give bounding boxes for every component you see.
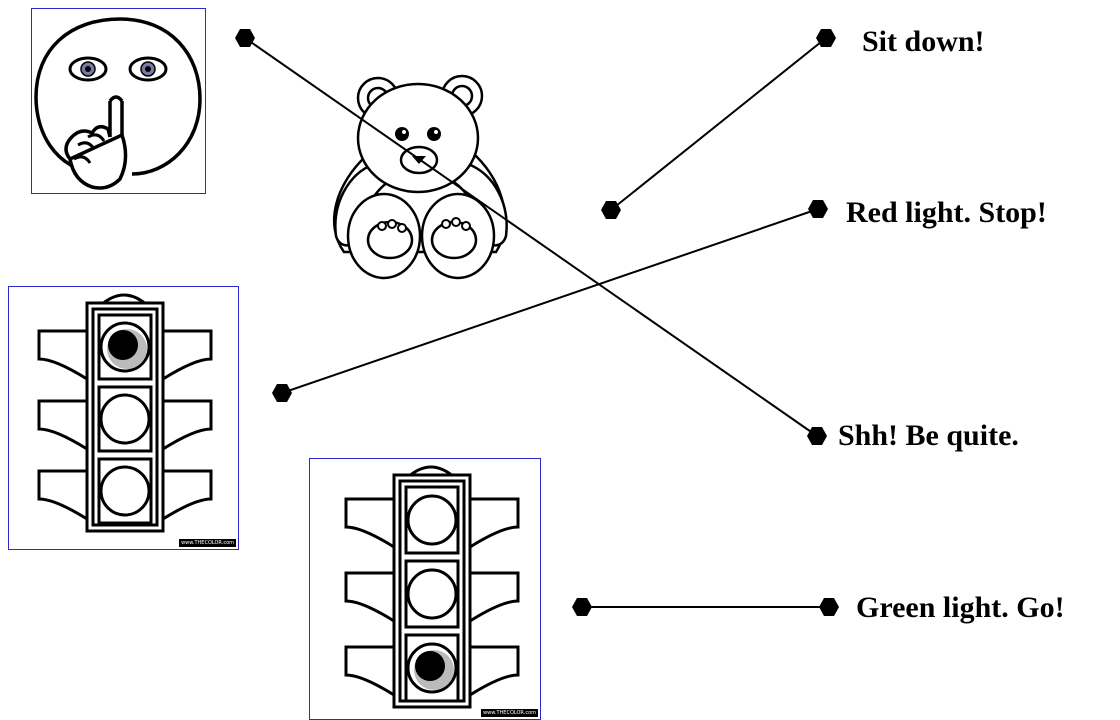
dot-green-light[interactable] [572, 598, 592, 616]
dot-shh[interactable] [807, 427, 827, 445]
phrase-green-light-go: Green light. Go! [856, 591, 1065, 624]
phrase-shh-be-quite: Shh! Be quite. [838, 419, 1019, 452]
picture-credit: www.THECOLOR.com [179, 539, 236, 547]
dot-green-light-go[interactable] [819, 598, 839, 616]
teddy-bear-icon [332, 74, 508, 280]
dot-shush[interactable] [235, 29, 255, 47]
dot-red-light[interactable] [272, 384, 292, 402]
phrase-red-light-stop: Red light. Stop! [846, 196, 1047, 229]
picture-shushing-face [31, 8, 206, 194]
picture-green-traffic-light: www.THECOLOR.com [309, 458, 541, 720]
dot-bear[interactable] [601, 201, 621, 219]
traffic-light-green-icon [344, 465, 520, 709]
dot-sit-down[interactable] [816, 29, 836, 47]
picture-credit: www.THECOLOR.com [481, 709, 538, 717]
phrase-sit-down: Sit down! [862, 25, 985, 58]
shushing-face-icon [34, 17, 202, 190]
dot-red-light-stop[interactable] [808, 200, 828, 218]
picture-red-traffic-light: www.THECOLOR.com [8, 286, 239, 550]
traffic-light-red-icon [37, 293, 213, 533]
match-line-bear[interactable] [610, 37, 827, 211]
